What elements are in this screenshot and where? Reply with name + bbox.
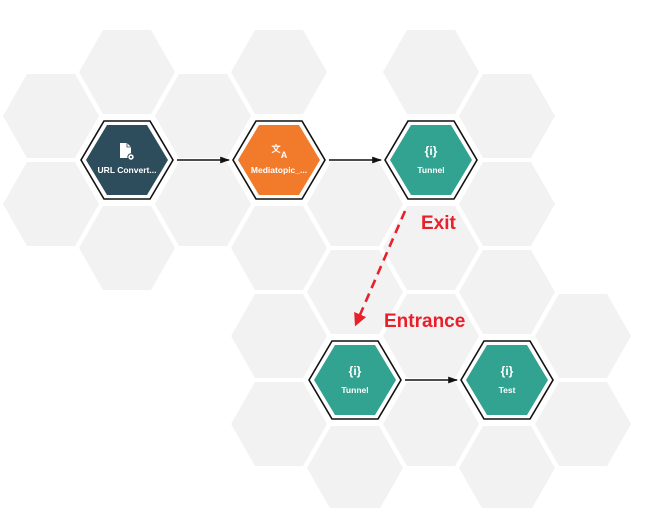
background-hex bbox=[459, 74, 555, 158]
background-hex bbox=[155, 162, 251, 246]
background-hex bbox=[459, 250, 555, 334]
node-mediatopic[interactable]: 文 A Mediatopic_... bbox=[232, 120, 326, 200]
background-hex bbox=[307, 426, 403, 508]
background-hex bbox=[535, 294, 631, 378]
translate-icon: 文 A bbox=[270, 143, 287, 160]
node-test[interactable]: {i} Test bbox=[460, 340, 554, 420]
background-hex bbox=[383, 382, 479, 466]
node-label: Test bbox=[499, 385, 516, 395]
tunnel-link-dashed-arrow bbox=[354, 210, 407, 327]
background-hex bbox=[79, 206, 175, 290]
svg-text:A: A bbox=[281, 150, 288, 160]
background-hex bbox=[231, 294, 327, 378]
background-hex bbox=[535, 382, 631, 466]
background-hex bbox=[383, 294, 479, 378]
background-hex bbox=[155, 74, 251, 158]
background-hex bbox=[231, 382, 327, 466]
document-gear-icon bbox=[120, 143, 135, 161]
entrance-annotation: Entrance bbox=[384, 311, 465, 332]
background-hex-grid bbox=[3, 30, 631, 508]
background-hex bbox=[3, 74, 99, 158]
background-hex bbox=[231, 206, 327, 290]
background-hex bbox=[459, 162, 555, 246]
node-label: URL Convert... bbox=[98, 165, 157, 175]
node-tunnel-entrance[interactable]: {i} Tunnel bbox=[308, 340, 402, 420]
background-hex bbox=[383, 206, 479, 290]
node-label: Mediatopic_... bbox=[251, 165, 307, 175]
background-hex bbox=[3, 162, 99, 246]
background-hex bbox=[459, 426, 555, 508]
node-label: Tunnel bbox=[417, 165, 444, 175]
node-url-converter[interactable]: URL Convert... bbox=[80, 120, 174, 200]
braces-info-icon: {i} bbox=[349, 364, 362, 378]
svg-text:文: 文 bbox=[270, 143, 281, 154]
background-hex bbox=[79, 30, 175, 114]
background-hex bbox=[383, 30, 479, 114]
braces-info-icon: {i} bbox=[425, 144, 438, 158]
background-hex bbox=[231, 30, 327, 114]
node-label: Tunnel bbox=[341, 385, 368, 395]
background-hex bbox=[307, 162, 403, 246]
exit-annotation: Exit bbox=[421, 213, 457, 234]
braces-info-icon: {i} bbox=[501, 364, 514, 378]
node-tunnel-exit[interactable]: {i} Tunnel bbox=[384, 120, 478, 200]
